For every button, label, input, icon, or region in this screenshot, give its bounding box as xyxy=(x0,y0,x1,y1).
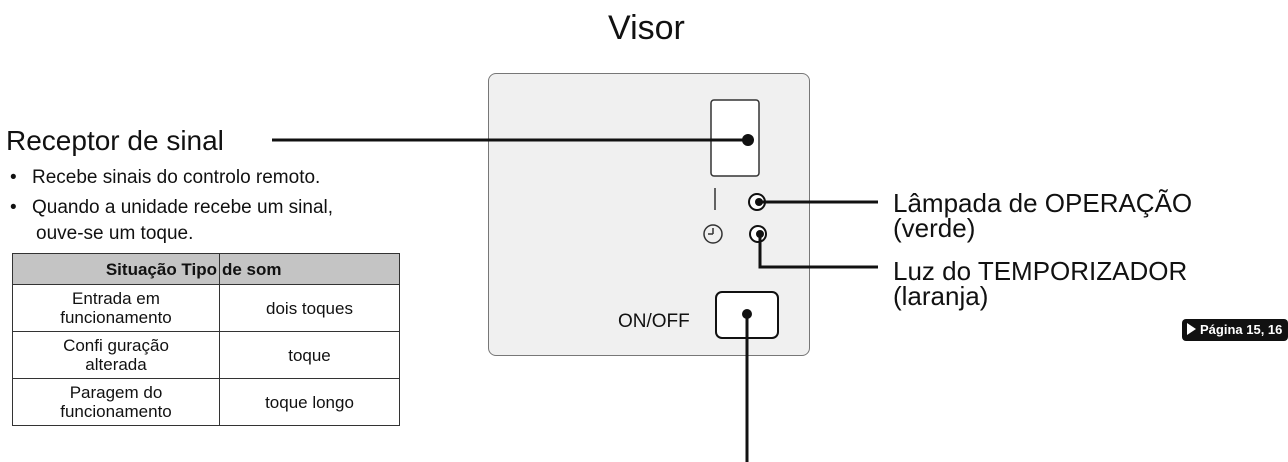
timer-leader-line xyxy=(758,234,878,269)
receiver-bullet-1: •Recebe sinais do controlo remoto. xyxy=(10,167,321,188)
page-reference-text: Página 15, 16 xyxy=(1200,322,1283,337)
clock-icon xyxy=(703,224,723,244)
table-header-row: Situação Tipo de som xyxy=(12,253,400,285)
table-cell-sound: toque xyxy=(219,331,400,379)
operation-lamp-color-label: (verde) xyxy=(893,213,976,243)
bullet-dot-icon: • xyxy=(10,197,17,218)
receiver-leader-dot xyxy=(742,134,754,146)
signal-receiver-label: Receptor de sinal xyxy=(6,125,224,156)
on-off-button-label: ON/OFF xyxy=(618,311,690,332)
operation-lamp-label: Lâmpada de OPERAÇÃO xyxy=(893,188,1193,218)
receiver-bullet-2-continuation: ouve-se um toque. xyxy=(36,223,194,244)
timer-lamp-icon xyxy=(749,225,767,243)
timer-lamp-color-label: (laranja) xyxy=(893,281,989,311)
signal-receiver-window xyxy=(710,99,760,177)
table-cell-sound: toque longo xyxy=(219,378,400,426)
page-title: Visor xyxy=(608,9,685,47)
timer-lamp-label: Luz do TEMPORIZADOR xyxy=(893,256,1188,286)
table-header-situation: Situação Tipo xyxy=(12,253,220,285)
table-cell-sound: dois toques xyxy=(219,284,400,332)
receiver-bullet-2: •Quando a unidade recebe um sinal, xyxy=(10,197,334,218)
page-reference-badge[interactable]: Página 15, 16 xyxy=(1182,319,1288,341)
triangle-right-icon xyxy=(1187,323,1196,335)
bullet-dot-icon: • xyxy=(10,167,17,188)
